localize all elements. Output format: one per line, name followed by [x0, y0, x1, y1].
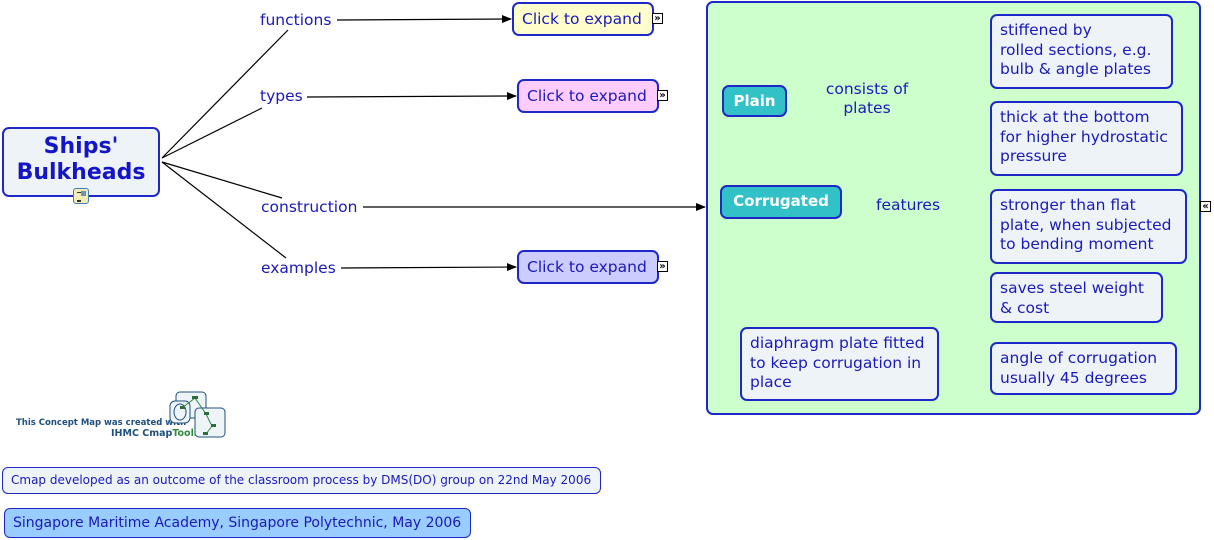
link-label-line: plates [843, 99, 891, 117]
main-concept-ships-bulkheads[interactable]: Ships' Bulkheads [2, 127, 160, 197]
link-label-line: consists of [825, 80, 909, 98]
footer-note: Cmap developed as an outcome of the clas… [2, 467, 601, 494]
concept-line: bulb & angle plates [1000, 60, 1152, 78]
line-main-types [161, 107, 263, 159]
concept-stiffened[interactable]: stiffened by rolled sections, e.g. bulb … [990, 14, 1173, 89]
expand-right-icon[interactable]: » [657, 90, 668, 101]
concept-line: for higher hydrostatic [1000, 127, 1168, 146]
expand-right-icon[interactable]: » [652, 13, 663, 24]
concept-corrugated[interactable]: Corrugated [720, 185, 842, 219]
concept-line: usually 45 degrees [1000, 368, 1147, 387]
expand-node-functions[interactable]: Click to expand [512, 2, 654, 36]
line-main-construction [161, 161, 283, 199]
link-label-features[interactable]: features [876, 196, 941, 214]
logo-brand-ihmc: IHMC Cmap [111, 428, 173, 439]
concept-line: & cost [1000, 298, 1050, 317]
concept-saves-steel[interactable]: saves steel weight & cost [990, 272, 1163, 323]
concept-line: angle of corrugation [1000, 349, 1158, 367]
link-label-consists-of-plates[interactable]: consists of plates [824, 80, 910, 118]
link-label-construction[interactable]: construction [261, 198, 358, 216]
concept-line: pressure [1000, 147, 1067, 165]
expand-node-examples[interactable]: Click to expand [517, 250, 659, 284]
expand-node-types[interactable]: Click to expand [517, 79, 659, 113]
concept-line: stiffened by [1000, 21, 1092, 39]
collapse-left-icon[interactable]: « [1200, 201, 1211, 212]
expand-node-label: Click to expand [527, 258, 647, 276]
concept-line: to bending moment [1000, 235, 1154, 253]
concept-angle-corrugation[interactable]: angle of corrugation usually 45 degrees [990, 342, 1177, 395]
link-label-types[interactable]: types [260, 87, 303, 105]
expand-node-label: Click to expand [522, 10, 642, 28]
concept-plain[interactable]: Plain [722, 85, 787, 117]
logo-brand-tools: Tools [172, 428, 200, 439]
concept-line: to keep corrugation in [750, 353, 922, 372]
concept-line: plate, when subjected [1000, 215, 1172, 234]
arrow-functions [336, 15, 512, 24]
arrow-examples [340, 263, 517, 272]
concept-stronger[interactable]: stronger than flat plate, when subjected… [990, 189, 1187, 264]
main-concept-line2: Bulkheads [16, 160, 146, 185]
link-label-functions[interactable]: functions [260, 11, 332, 29]
arrow-types [306, 92, 517, 101]
logo-caption: This Concept Map was created with [16, 418, 187, 428]
concept-line: place [750, 373, 792, 391]
concept-diaphragm[interactable]: diaphragm plate fitted to keep corrugati… [740, 327, 939, 401]
cmaptools-logo-icon [169, 391, 226, 438]
concept-thick-bottom[interactable]: thick at the bottom for higher hydrostat… [990, 101, 1183, 176]
footer-credit: Singapore Maritime Academy, Singapore Po… [4, 508, 471, 538]
main-concept-line1: Ships' [43, 134, 119, 159]
link-label-examples[interactable]: examples [261, 259, 336, 277]
concept-line: stronger than flat [1000, 196, 1136, 214]
concept-line: thick at the bottom [1000, 108, 1150, 126]
concept-line: diaphragm plate fitted [750, 334, 925, 352]
logo-brand: IHMC CmapTools [111, 428, 200, 439]
expand-right-icon[interactable]: » [657, 261, 668, 272]
expand-node-label: Click to expand [527, 87, 647, 105]
concept-line: saves steel weight [1000, 279, 1145, 297]
concept-line: rolled sections, e.g. [1000, 40, 1152, 59]
document-icon[interactable] [73, 188, 89, 204]
